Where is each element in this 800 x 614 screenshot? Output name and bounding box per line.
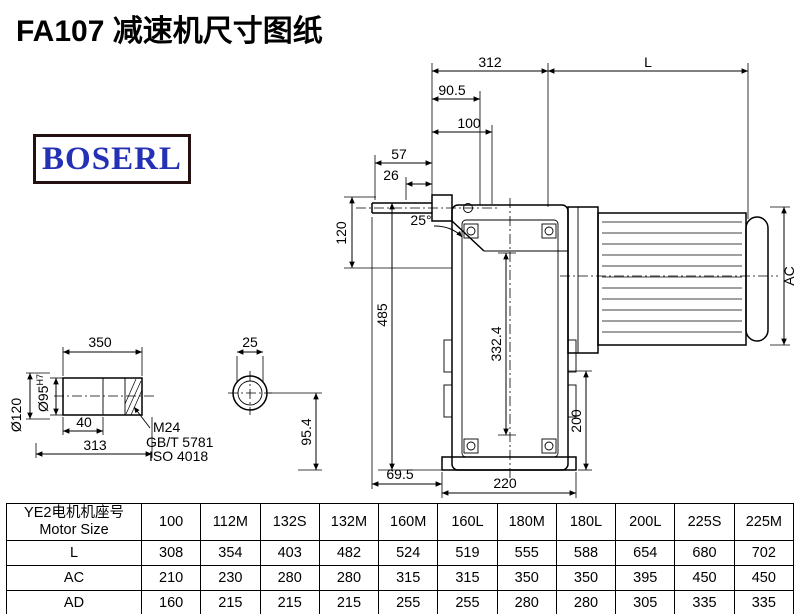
cell: 280 bbox=[318, 565, 380, 591]
cell: 335 bbox=[674, 590, 735, 614]
row-label: AD bbox=[6, 590, 142, 614]
cell: 335 bbox=[733, 590, 795, 614]
col-header: 160L bbox=[437, 503, 498, 541]
dim-313-label: 313 bbox=[83, 437, 107, 453]
cell: 702 bbox=[733, 540, 795, 566]
dim-dia120-label: Ø120 bbox=[8, 398, 24, 432]
cell: 350 bbox=[496, 565, 557, 591]
dim-100-label: 100 bbox=[457, 115, 481, 131]
col-header: 160M bbox=[378, 503, 439, 541]
dim-120-label: 120 bbox=[333, 221, 349, 245]
cell: 315 bbox=[437, 565, 498, 591]
dim-312-label: 312 bbox=[478, 55, 502, 70]
col-header: 112M bbox=[200, 503, 261, 541]
cell: 230 bbox=[200, 565, 261, 591]
row-label: AC bbox=[6, 565, 142, 591]
cell: 450 bbox=[674, 565, 735, 591]
cell: 519 bbox=[437, 540, 498, 566]
dimension-table: YE2电机机座号 Motor Size 100 112M 132S 132M 1… bbox=[6, 503, 795, 614]
boserl-logo-text: BOSERL bbox=[42, 140, 182, 177]
cell: 255 bbox=[437, 590, 498, 614]
technical-drawing: 312 L 90.5 100 57 26 120 485 25° AC 332.… bbox=[8, 55, 797, 498]
dim-dia95-label: Ø95H7 bbox=[35, 374, 51, 412]
dim-332-4-label: 332.4 bbox=[488, 326, 504, 361]
table-row-AD: AD 160 215 215 215 255 255 280 280 305 3… bbox=[6, 590, 795, 614]
cell: 215 bbox=[259, 590, 320, 614]
cell: 395 bbox=[615, 565, 676, 591]
motor-size-header-en: Motor Size bbox=[39, 522, 109, 538]
col-header: 225M bbox=[733, 503, 795, 541]
dim-485-label: 485 bbox=[374, 303, 390, 327]
dim-25-label: 25 bbox=[242, 334, 258, 350]
col-header: 132S bbox=[259, 503, 320, 541]
col-header: 180L bbox=[555, 503, 617, 541]
cell: 280 bbox=[496, 590, 557, 614]
cell: 680 bbox=[674, 540, 735, 566]
cell: 308 bbox=[140, 540, 202, 566]
dim-40-label: 40 bbox=[76, 414, 92, 430]
table-row-L: L 308 354 403 482 524 519 555 588 654 68… bbox=[6, 540, 795, 566]
table-row-AC: AC 210 230 280 280 315 315 350 350 395 4… bbox=[6, 565, 795, 591]
col-header: 225S bbox=[674, 503, 735, 541]
cell: 654 bbox=[615, 540, 676, 566]
cell: 215 bbox=[200, 590, 261, 614]
row-label: L bbox=[6, 540, 142, 566]
main-view-outline bbox=[356, 194, 577, 479]
cell: 315 bbox=[378, 565, 439, 591]
dim-AC-label: AC bbox=[781, 266, 797, 285]
cell: 350 bbox=[555, 565, 617, 591]
dim-90-5-label: 90.5 bbox=[438, 82, 465, 98]
cell: 555 bbox=[496, 540, 557, 566]
col-header: 132M bbox=[318, 503, 380, 541]
dim-69-5-label: 69.5 bbox=[386, 466, 413, 482]
standard-iso-label: ISO 4018 bbox=[149, 448, 208, 464]
cell: 524 bbox=[378, 540, 439, 566]
cell: 305 bbox=[615, 590, 676, 614]
dim-220-label: 220 bbox=[493, 475, 517, 491]
cell: 215 bbox=[318, 590, 380, 614]
dim-57-label: 57 bbox=[391, 146, 407, 162]
cell: 450 bbox=[733, 565, 795, 591]
thread-m24-label: M24 bbox=[153, 419, 180, 435]
shaft-end-view: 25 bbox=[228, 334, 272, 415]
page-title: FA107 减速机尺寸图纸 bbox=[16, 15, 323, 48]
cell: 160 bbox=[140, 590, 202, 614]
dim-200-label: 200 bbox=[568, 409, 584, 433]
dimension-lines bbox=[268, 63, 790, 498]
cell: 210 bbox=[140, 565, 202, 591]
col-header: 100 bbox=[140, 503, 202, 541]
cell: 280 bbox=[555, 590, 617, 614]
motor-size-header: YE2电机机座号 Motor Size bbox=[6, 503, 142, 541]
angle-25-label: 25° bbox=[410, 212, 431, 228]
col-header: 200L bbox=[615, 503, 676, 541]
motor-size-header-cn: YE2电机机座号 bbox=[24, 505, 124, 521]
dimension-labels: 312 L 90.5 100 57 26 120 485 25° AC 332.… bbox=[298, 55, 797, 491]
table-header-row: YE2电机机座号 Motor Size 100 112M 132S 132M 1… bbox=[6, 503, 795, 541]
col-header: 180M bbox=[496, 503, 557, 541]
dim-L-label: L bbox=[644, 55, 652, 70]
dim-350-label: 350 bbox=[88, 334, 112, 350]
cell: 482 bbox=[318, 540, 380, 566]
boserl-logo: BOSERL bbox=[33, 134, 191, 184]
cell: 354 bbox=[200, 540, 261, 566]
dim-26-label: 26 bbox=[383, 167, 399, 183]
cell: 588 bbox=[555, 540, 617, 566]
shaft-side-view: 350 Ø95H7 Ø120 40 313 M24 GB/T 5781 ISO … bbox=[8, 334, 214, 464]
standard-gbt-label: GB/T 5781 bbox=[146, 434, 214, 450]
cell: 280 bbox=[259, 565, 320, 591]
motor-outline bbox=[560, 206, 778, 354]
cell: 403 bbox=[259, 540, 320, 566]
dim-95-4-label: 95.4 bbox=[298, 418, 314, 445]
cell: 255 bbox=[378, 590, 439, 614]
